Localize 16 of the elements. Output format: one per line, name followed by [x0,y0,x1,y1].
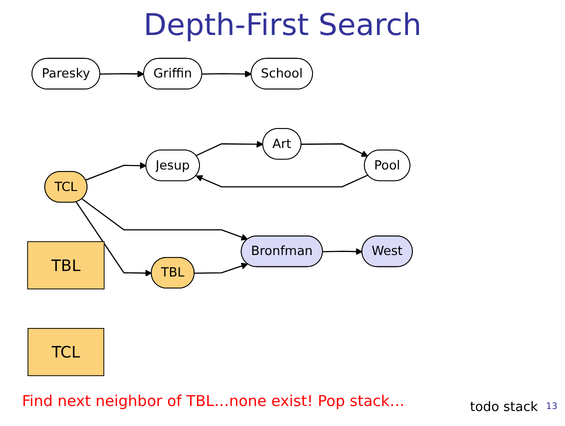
arrow [85,162,147,181]
arrow [100,70,144,78]
page-number: 13 [546,402,558,412]
node-box: TBL [27,241,105,290]
node-box: TCL [28,328,104,376]
slide-title: Depth-First Search [142,8,422,43]
arrow [82,198,248,241]
arrow [196,140,264,156]
arrow [301,143,368,157]
arrow [202,70,252,78]
arrow [76,202,152,277]
note-text: Find next neighbor of TBL…none exist! Pop stack… [22,392,405,410]
arrow [194,262,248,274]
arrow [322,248,363,256]
arrow [196,174,368,188]
stack-caption: todo stack [470,400,538,415]
